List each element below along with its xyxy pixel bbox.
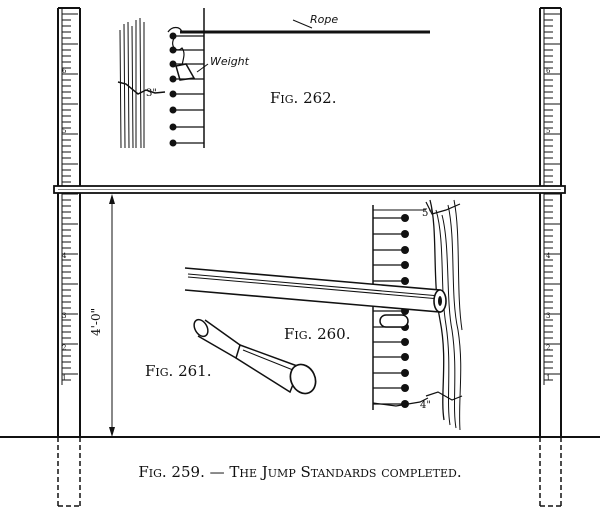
- mark-5in-label: 5": [422, 208, 433, 219]
- left-scale-ticks: [62, 13, 78, 381]
- height-dimension-label: 4'-0": [89, 308, 103, 336]
- right-scale-number-2: 2: [546, 344, 550, 352]
- right-scale-number-4: 4: [546, 252, 551, 260]
- fig-262-detail: [117, 8, 430, 149]
- height-dimension: [109, 194, 115, 437]
- figure-caption: Fig. 259. — The Jump Standards completed…: [138, 463, 461, 481]
- weight-label: Weight: [210, 55, 250, 68]
- mark-3in-label: 3": [146, 88, 157, 99]
- fig-261-label: Fig. 261.: [145, 362, 211, 380]
- left-scale-number-5: 5: [62, 127, 66, 135]
- mark-4in-label: 4": [420, 400, 431, 411]
- fig-261-peg: [193, 318, 317, 395]
- left-scale-number-4: 4: [62, 252, 67, 260]
- fig-260-label: Fig. 260.: [284, 325, 350, 343]
- fig-260-detail: [184, 199, 463, 431]
- left-scale-number-3: 3: [62, 312, 66, 320]
- rope-label: Rope: [310, 13, 338, 26]
- left-standard: [57, 7, 81, 507]
- right-scale-number-6: 6: [546, 67, 551, 75]
- right-scale-number-5: 5: [546, 127, 550, 135]
- left-scale-number-2: 2: [62, 344, 66, 352]
- crossbar: [53, 185, 566, 194]
- left-scale-number-1: 1: [62, 374, 66, 382]
- right-standard: [539, 7, 562, 507]
- right-scale-number-1: 1: [546, 374, 550, 382]
- left-scale-number-6: 6: [62, 67, 67, 75]
- fig-262-label: Fig. 262.: [270, 89, 336, 107]
- right-scale-number-3: 3: [546, 312, 550, 320]
